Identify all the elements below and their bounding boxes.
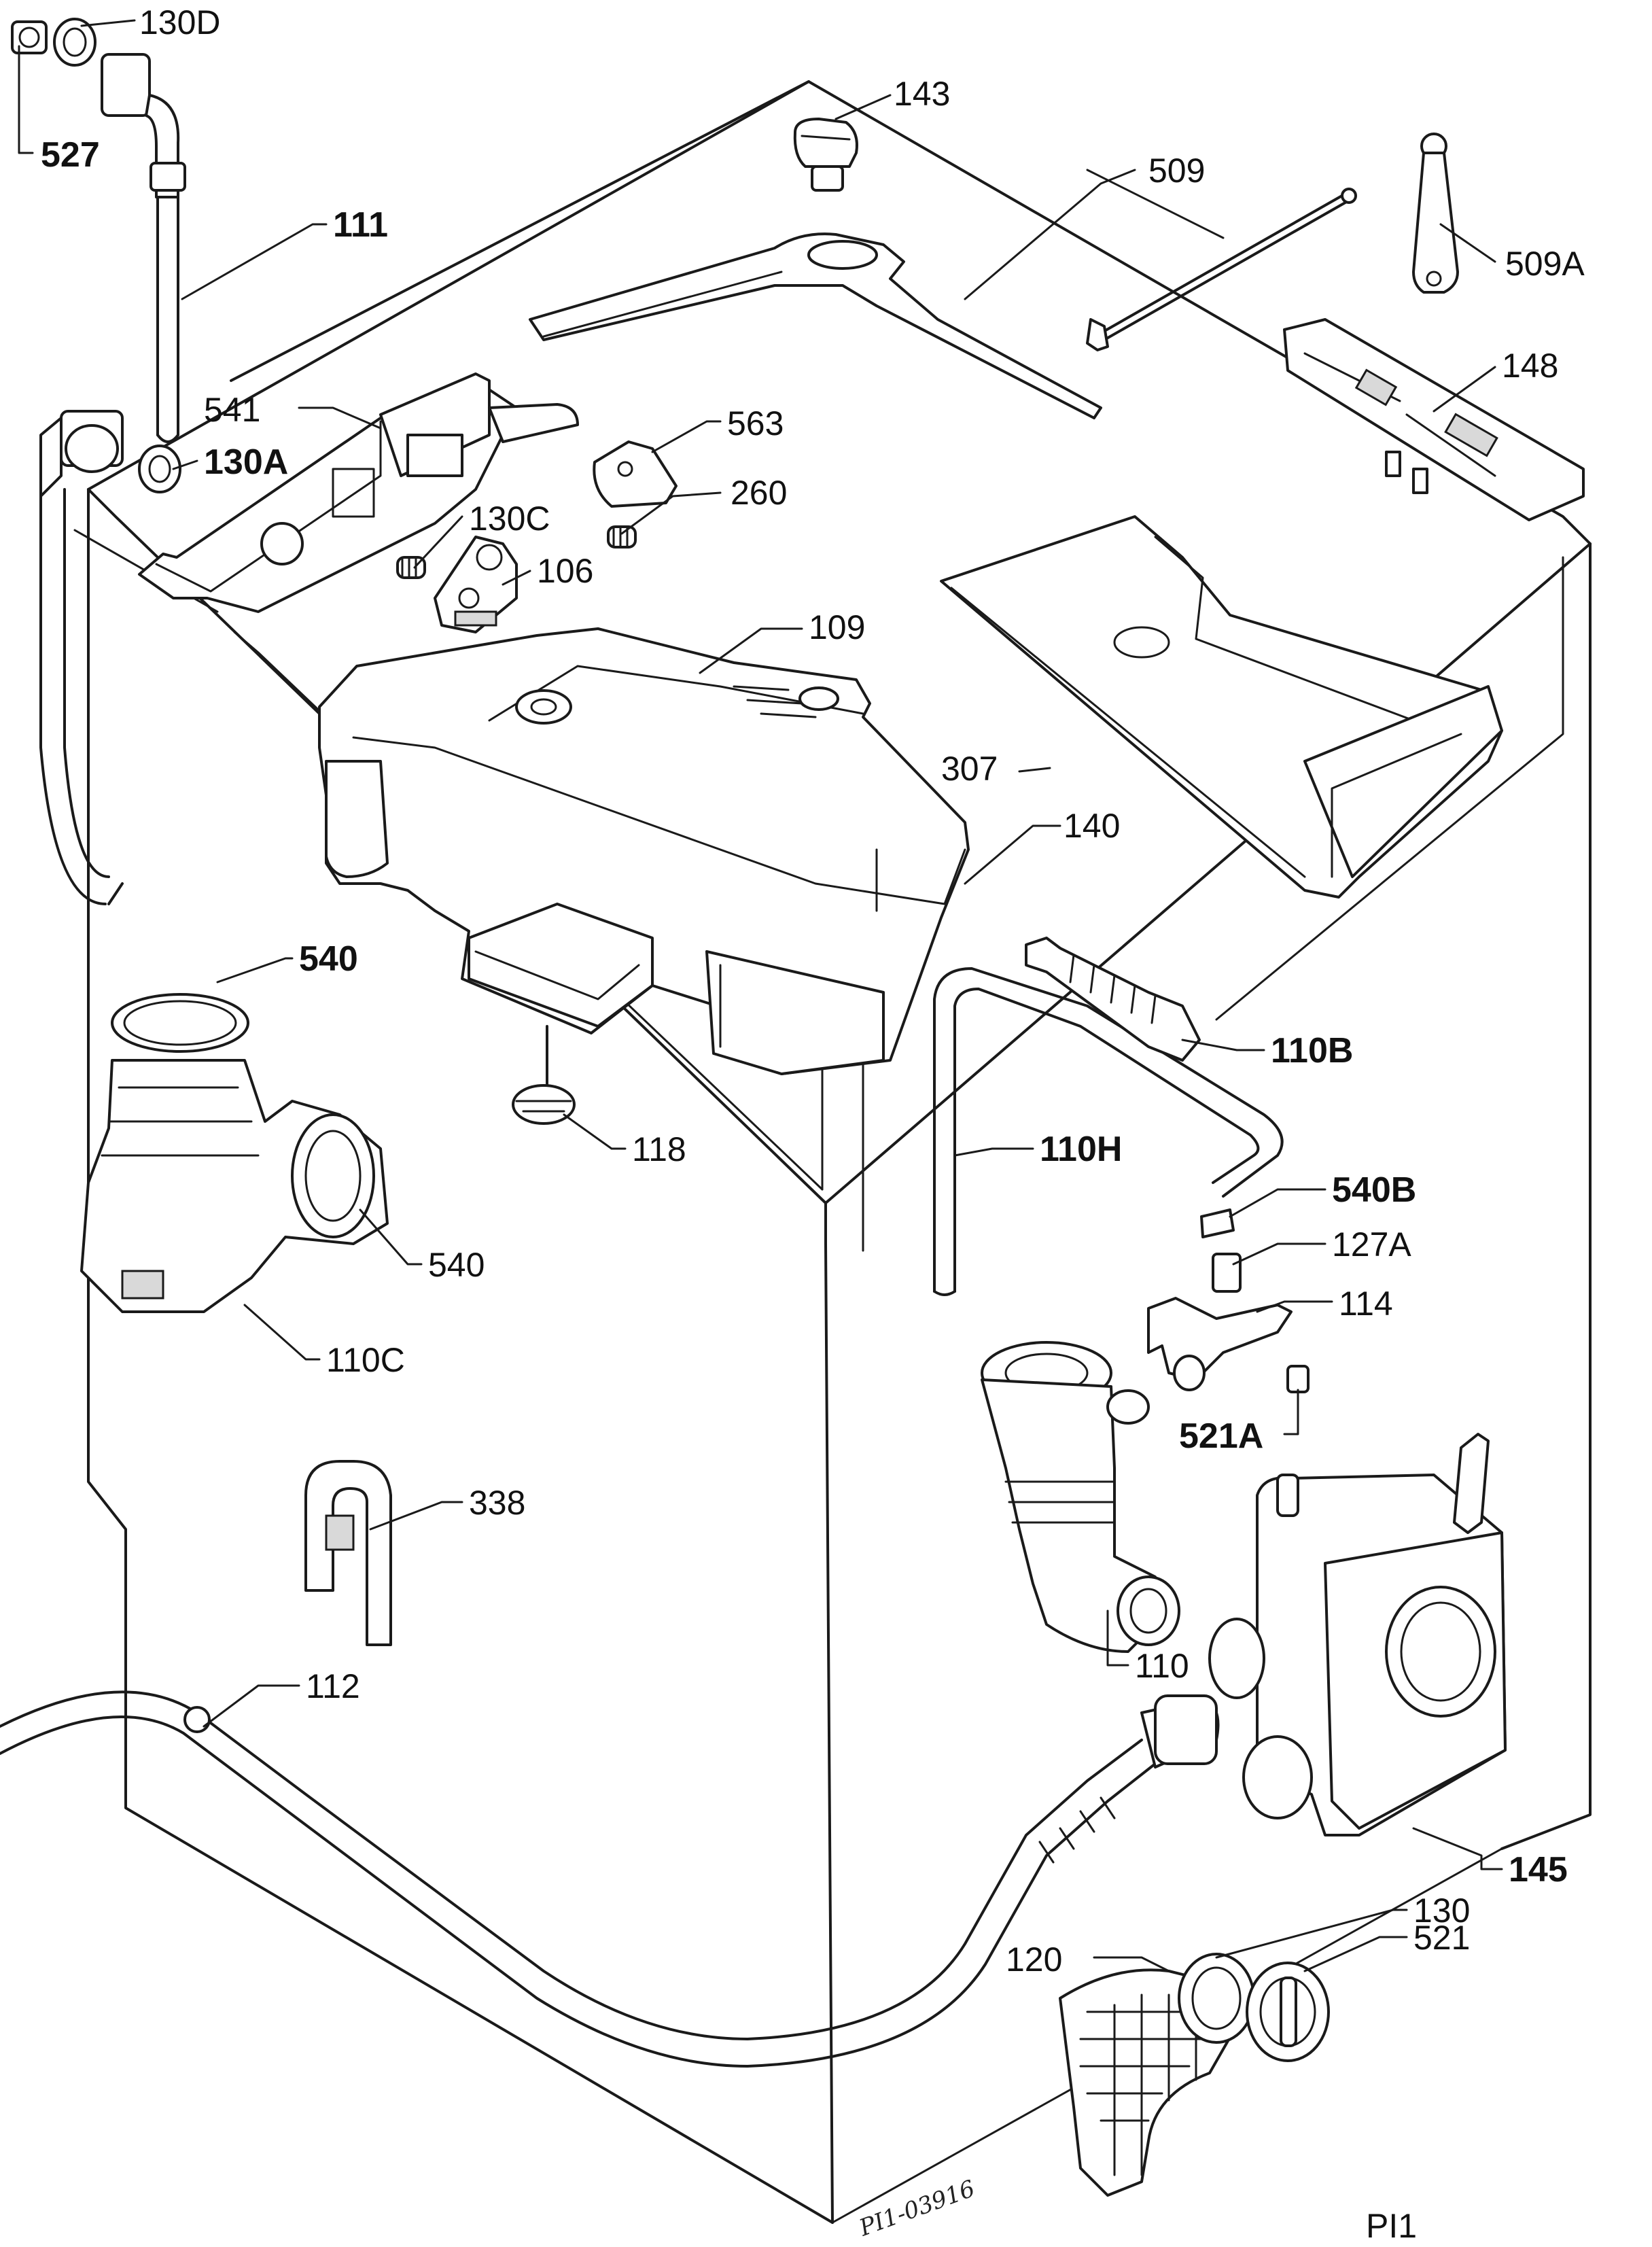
drawing-code: PI1-03916: [855, 2175, 979, 2242]
callout-110: 110: [1135, 1647, 1189, 1685]
hose-110h-icon: [933, 967, 1284, 1296]
hose-clip-338-icon: [304, 1460, 392, 1646]
small-fittings: [1147, 1208, 1310, 1393]
clamp-540b-icon: [1200, 1208, 1235, 1238]
callout-509a: 509A: [1505, 245, 1585, 283]
callout-145: 145: [1509, 1850, 1568, 1889]
callout-541: 541: [204, 391, 260, 429]
callout-labels: 130D 527 111 541 130A 143 509 509A 148 5…: [41, 3, 1585, 1979]
pump-hose-110: [981, 1341, 1180, 1653]
lever-509a-icon: [1412, 133, 1459, 294]
valve-bracket-541: [138, 372, 579, 613]
washer-130a-icon: [138, 445, 181, 493]
leader-lines: [18, 19, 1503, 1972]
nut-527-icon: [11, 20, 48, 54]
callout-130d: 130D: [139, 3, 221, 41]
callout-563: 563: [727, 404, 784, 442]
valve-106-icon: [434, 536, 518, 633]
callout-127a: 127A: [1332, 1225, 1411, 1264]
dispenser-housing-109: [318, 627, 970, 1075]
callout-106: 106: [537, 552, 593, 590]
callout-260: 260: [731, 474, 787, 512]
pin-118-icon: [512, 1025, 576, 1125]
callout-540-top: 540: [299, 939, 358, 979]
cap-148-icon: [1283, 318, 1585, 521]
filter-housing-110c: [80, 993, 389, 1313]
spring-260-icon: [607, 525, 637, 548]
screw-521a-icon: [1286, 1365, 1310, 1393]
callout-114: 114: [1339, 1285, 1393, 1323]
callout-112: 112: [306, 1667, 360, 1705]
callout-118: 118: [632, 1130, 686, 1168]
callout-338: 338: [469, 1484, 525, 1522]
hose-110b-icon: [1025, 937, 1201, 1062]
callout-521: 521: [1413, 1919, 1470, 1957]
callout-110b: 110B: [1271, 1031, 1353, 1070]
clamp-540-icon: [111, 993, 249, 1053]
callout-120: 120: [1006, 1940, 1062, 1979]
callout-307: 307: [941, 750, 998, 788]
callout-130: 130: [1413, 1892, 1470, 1930]
inlet-hose-assembly: [11, 18, 186, 905]
callout-540-side: 540: [428, 1246, 485, 1284]
lever-509-icon: [529, 232, 1102, 419]
callout-148: 148: [1502, 347, 1558, 385]
callout-130a: 130A: [204, 442, 288, 482]
connector-127a-icon: [1212, 1253, 1242, 1293]
filter-120-assembly: [1059, 1953, 1330, 2197]
drain-hose-112: [0, 1690, 1220, 2068]
cover-563-icon: [593, 440, 678, 508]
callout-143: 143: [894, 75, 950, 113]
callout-521a: 521A: [1179, 1416, 1263, 1456]
rod-509-icon: [1086, 188, 1357, 351]
callout-110c: 110C: [326, 1341, 405, 1379]
callout-110h: 110H: [1040, 1130, 1122, 1169]
callout-109: 109: [809, 608, 865, 646]
valve-small-parts: [396, 525, 637, 633]
callout-111: 111: [333, 205, 388, 245]
callout-140: 140: [1064, 807, 1120, 845]
callout-540b: 540B: [1332, 1170, 1416, 1210]
drawer-307-icon: [940, 515, 1503, 899]
washer-130d-icon: [53, 18, 96, 67]
page-reference: PI1: [1366, 2207, 1417, 2245]
knob-143-icon: [793, 118, 858, 192]
drain-pump-145: [1208, 1433, 1507, 1836]
callout-130c: 130C: [469, 500, 550, 538]
callout-509: 509: [1148, 152, 1205, 190]
callout-527: 527: [41, 135, 100, 175]
bracket-114-icon: [1147, 1297, 1293, 1381]
